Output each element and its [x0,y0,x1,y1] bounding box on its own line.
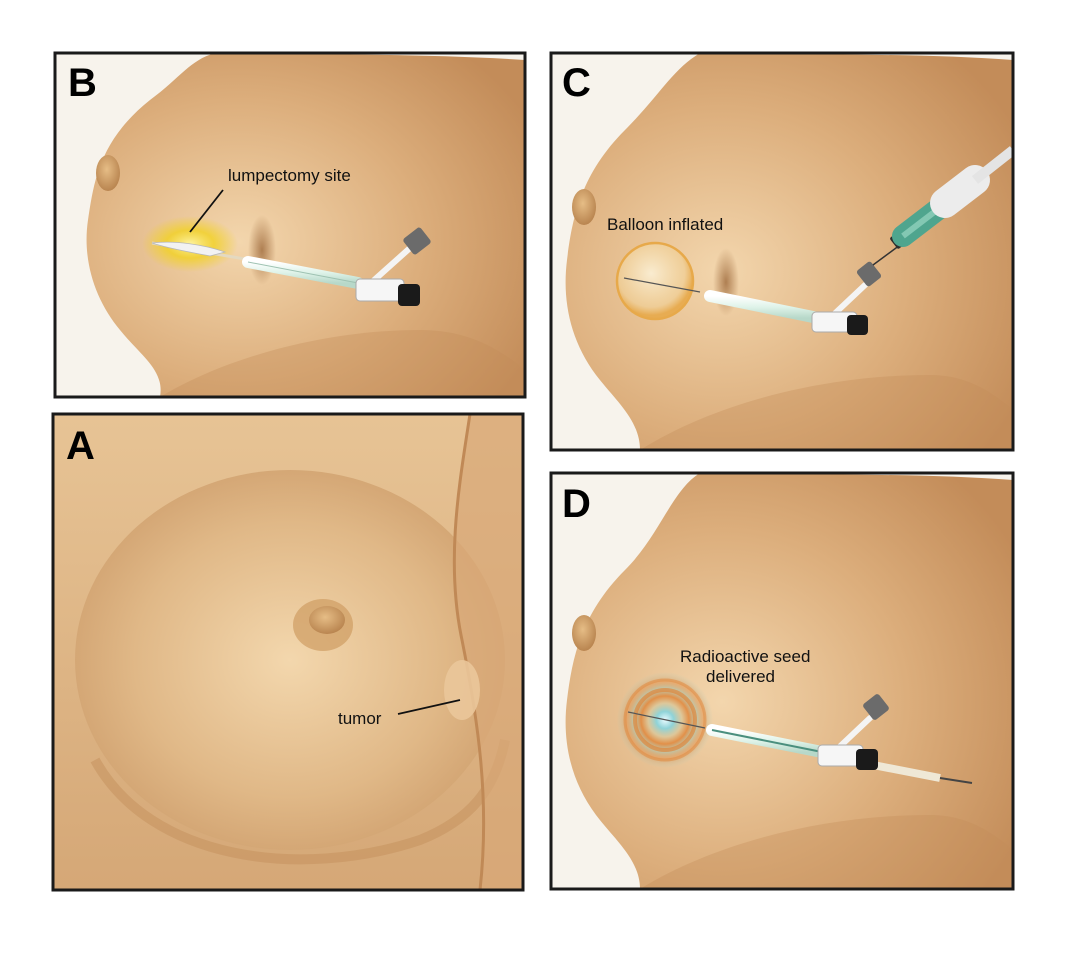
panel-d: D Radioactive seed delivered [549,471,1015,891]
tumor-label: tumor [338,709,382,728]
seed-delivered-label-line1: Radioactive seed [680,647,810,666]
lumpectomy-leader-line [189,189,224,233]
syringe-icon [872,146,1013,266]
inflated-balloon [615,241,695,321]
tumor-bump [444,660,480,720]
catheter-icon [704,261,882,335]
lumpectomy-site-label: lumpectomy site [228,166,351,185]
balloon-inflated-label: Balloon inflated [607,215,723,234]
catheter-icon [706,694,973,784]
panel-d-letter: D [562,482,591,526]
panel-b: B lumpectomy site [53,51,527,399]
panel-c-letter: C [562,61,591,105]
panel-a-letter: A [66,424,95,468]
panel-a: A tumor [51,412,525,892]
panel-c: C Balloon inflated [549,51,1015,452]
catheter-icon [151,227,431,306]
panel-b-letter: B [68,61,97,105]
seed-delivered-label-line2: delivered [706,667,775,686]
tumor-leader-line [397,699,461,715]
